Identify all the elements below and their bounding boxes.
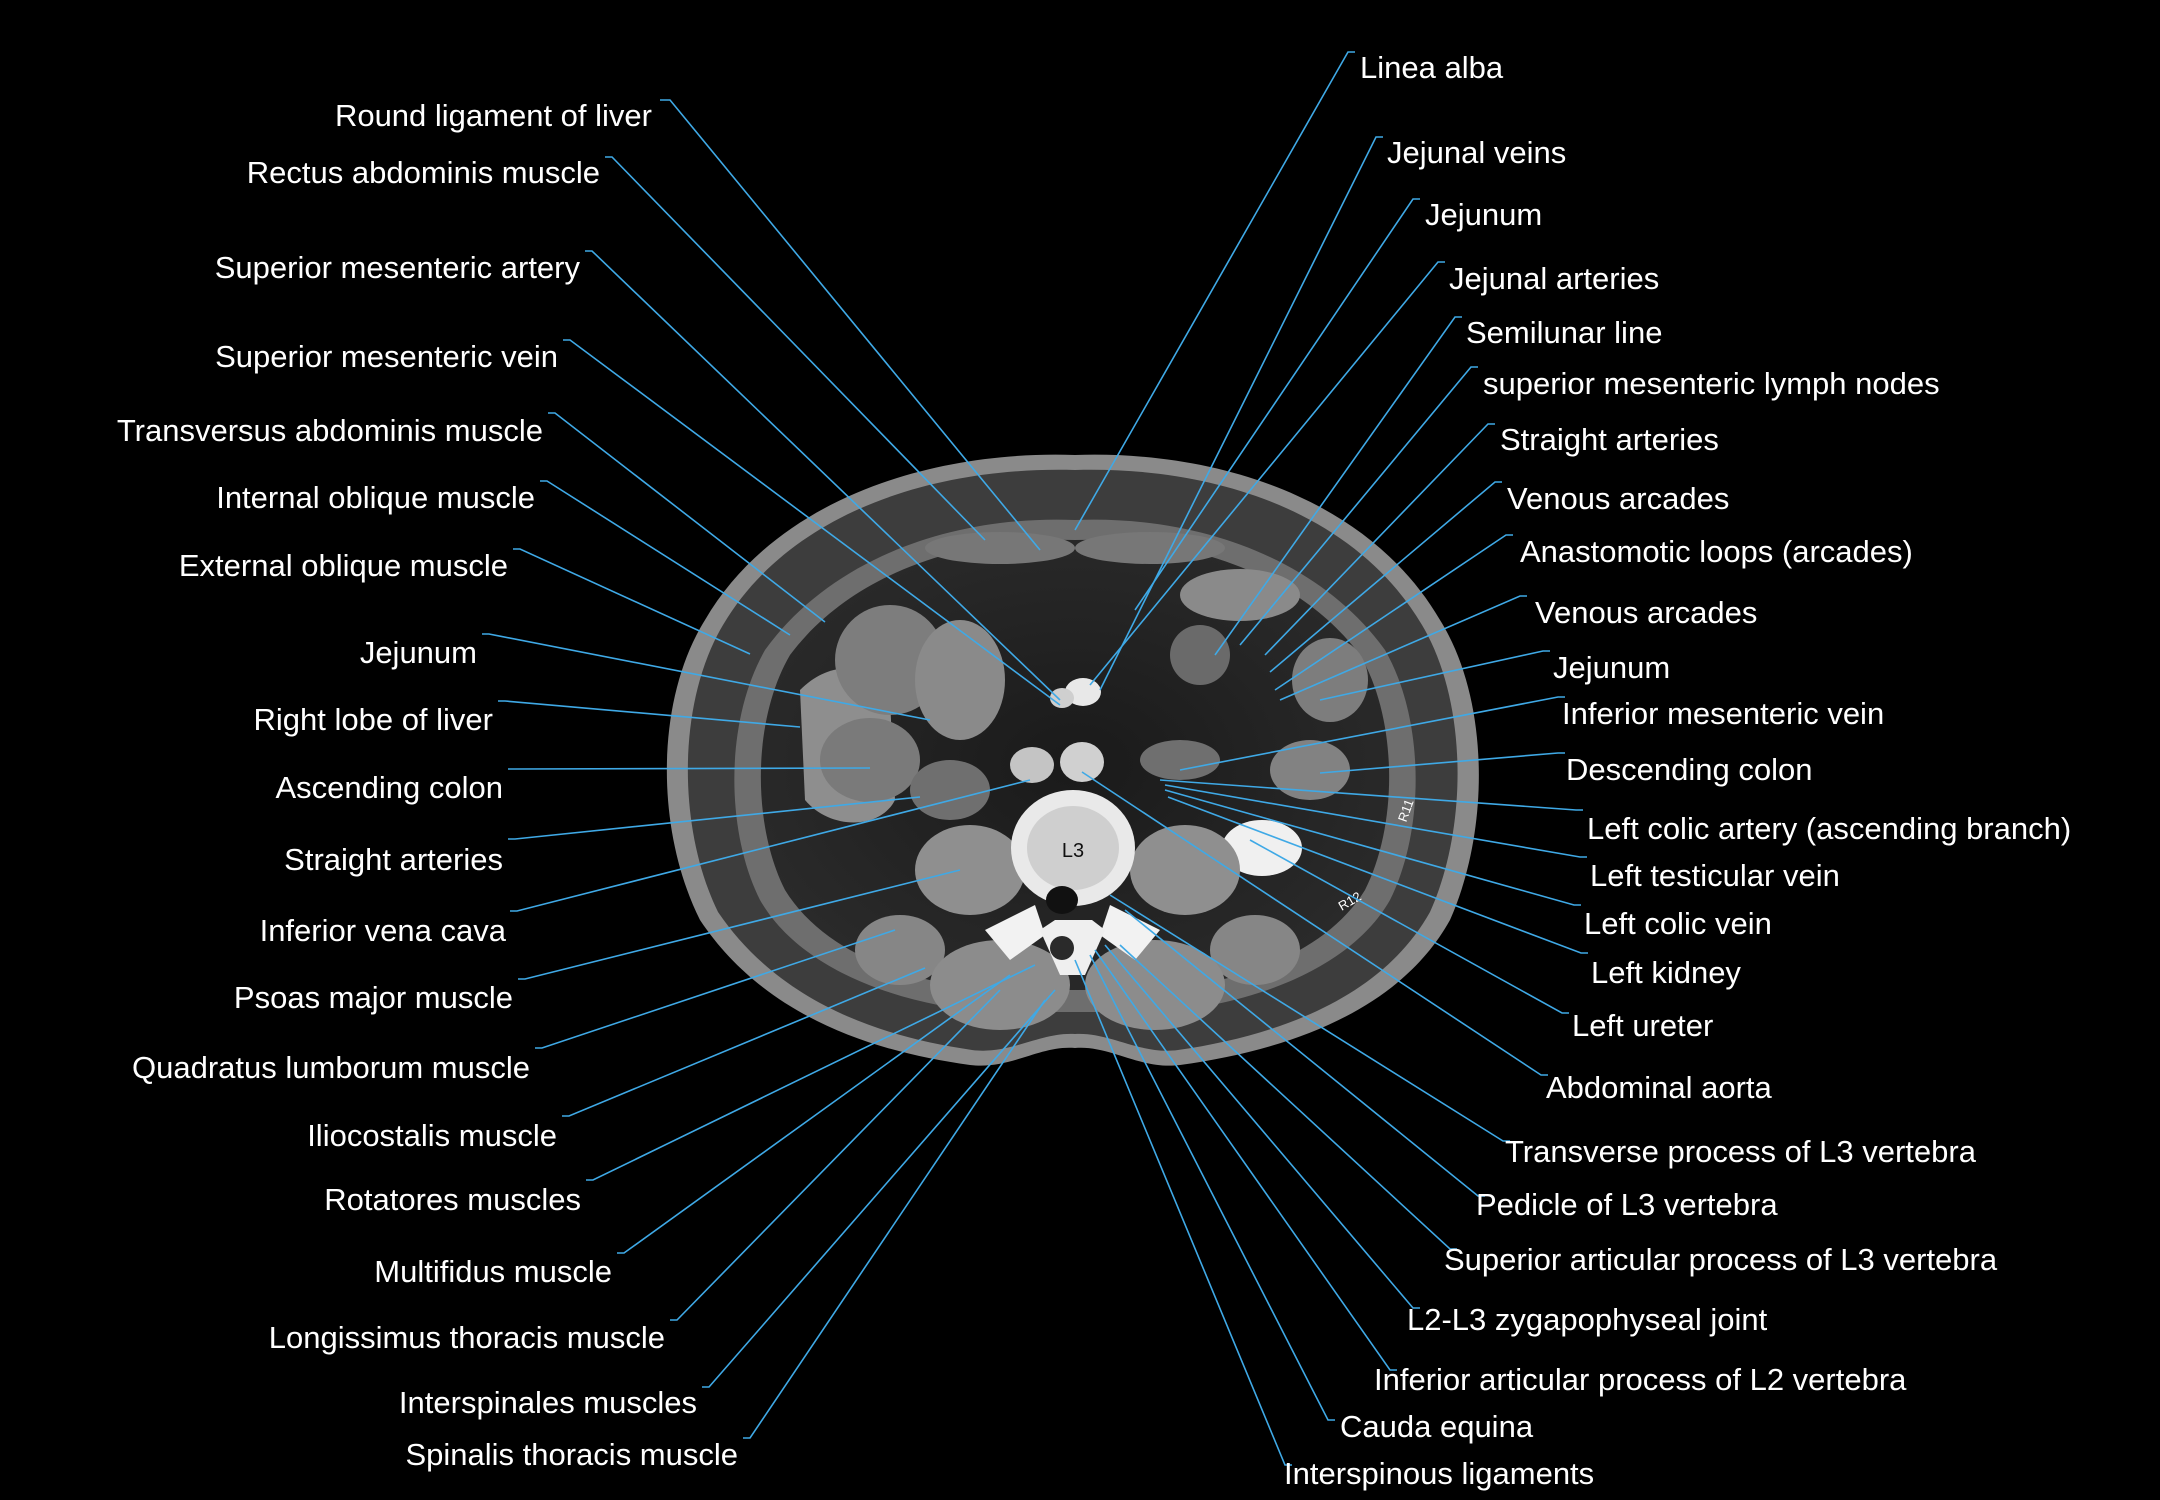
label-transverse-process-l3: Transverse process of L3 vertebra <box>1505 1134 1977 1169</box>
leader-line <box>605 156 986 541</box>
label-transversus-abdominis-muscle: Transversus abdominis muscle <box>117 413 543 448</box>
leader-line <box>1264 423 1495 656</box>
label-inferior-articular-process-l2: Inferior articular process of L2 vertebr… <box>1374 1362 1907 1397</box>
label-pedicle-l3: Pedicle of L3 vertebra <box>1476 1187 1778 1222</box>
leader-line <box>585 250 1061 701</box>
label-inferior-mesenteric-vein: Inferior mesenteric vein <box>1562 696 1884 731</box>
leader-line <box>586 964 1036 1181</box>
label-interspinous-ligaments: Interspinous ligaments <box>1284 1456 1594 1491</box>
leader-line <box>1274 534 1513 691</box>
label-rotatores-muscles: Rotatores muscles <box>324 1182 581 1217</box>
leader-line <box>535 929 896 1049</box>
leader-line <box>1269 481 1502 673</box>
leader-line <box>1164 789 1581 906</box>
label-external-oblique-muscle: External oblique muscle <box>179 548 508 583</box>
label-internal-oblique-muscle: Internal oblique muscle <box>216 480 535 515</box>
leader-line <box>518 869 961 980</box>
leader-line <box>562 967 926 1117</box>
leader-line <box>1119 944 1457 1250</box>
leader-line <box>1074 959 1292 1466</box>
label-jejunum-right-1: Jejunum <box>1425 197 1542 232</box>
leader-lines <box>482 51 1588 1466</box>
leader-line <box>1319 752 1565 774</box>
label-jejunal-veins: Jejunal veins <box>1387 135 1566 170</box>
leader-line <box>508 767 871 770</box>
leader-line <box>670 989 1001 1321</box>
leader-line <box>702 989 1056 1388</box>
rib-marker-r11: R11 <box>1395 797 1417 824</box>
label-linea-alba: Linea alba <box>1360 50 1504 85</box>
leader-line <box>1279 595 1527 701</box>
label-quadratus-lumborum-muscle: Quadratus lumborum muscle <box>132 1050 530 1085</box>
label-left-testicular-vein: Left testicular vein <box>1590 858 1840 893</box>
leader-line <box>510 779 1031 912</box>
leader-line <box>1167 796 1588 954</box>
label-superior-mesenteric-artery: Superior mesenteric artery <box>215 250 581 285</box>
leader-line <box>743 999 1046 1439</box>
label-straight-arteries-left: Straight arteries <box>284 842 503 877</box>
label-venous-arcades-2: Venous arcades <box>1535 595 1757 630</box>
leader-line <box>540 480 791 636</box>
label-rectus-abdominis-muscle: Rectus abdominis muscle <box>247 155 600 190</box>
label-right-lobe-of-liver: Right lobe of liver <box>253 702 493 737</box>
leader-line <box>1159 779 1583 811</box>
label-left-ureter: Left ureter <box>1572 1008 1713 1043</box>
vertebra-label: L3 <box>1062 840 1084 862</box>
label-round-ligament-of-liver: Round ligament of liver <box>335 98 652 133</box>
label-ascending-colon: Ascending colon <box>276 770 504 805</box>
leader-line <box>1124 909 1485 1197</box>
leader-line <box>1249 839 1569 1014</box>
leader-line <box>1239 366 1478 646</box>
label-venous-arcades-1: Venous arcades <box>1507 481 1729 516</box>
label-longissimus-thoracis-muscle: Longissimus thoracis muscle <box>269 1320 665 1355</box>
label-abdominal-aorta: Abdominal aorta <box>1546 1070 1773 1105</box>
label-left-kidney: Left kidney <box>1591 955 1741 990</box>
leader-line <box>1074 51 1355 531</box>
label-psoas-major-muscle: Psoas major muscle <box>234 980 513 1015</box>
labels-right: Linea alba Jejunal veins Jejunum Jejunal… <box>1284 50 2071 1491</box>
leader-line <box>1134 198 1420 611</box>
label-multifidus-muscle: Multifidus muscle <box>374 1254 612 1289</box>
label-cauda-equina: Cauda equina <box>1340 1409 1534 1444</box>
label-superior-articular-process-l3: Superior articular process of L3 vertebr… <box>1444 1242 1998 1277</box>
leader-line <box>508 796 921 840</box>
leader-line <box>617 974 1011 1254</box>
label-spinalis-thoracis-muscle: Spinalis thoracis muscle <box>405 1437 738 1472</box>
label-anastomotic-loops: Anastomotic loops (arcades) <box>1520 534 1913 569</box>
label-semilunar-line: Semilunar line <box>1466 315 1662 350</box>
leader-line <box>548 412 826 623</box>
leader-line <box>563 339 1061 706</box>
label-left-colic-vein: Left colic vein <box>1584 906 1772 941</box>
leader-line <box>660 99 1041 551</box>
leader-line <box>1214 316 1462 656</box>
leader-line <box>1094 949 1397 1371</box>
leader-line <box>1081 771 1548 1076</box>
label-left-colic-artery: Left colic artery (ascending branch) <box>1587 811 2071 846</box>
leader-line <box>1099 136 1383 691</box>
label-jejunum-left: Jejunum <box>360 635 477 670</box>
leader-line <box>1179 696 1565 771</box>
label-l2-l3-zygapophyseal-joint: L2-L3 zygapophyseal joint <box>1407 1302 1768 1337</box>
ct-scan-image: L3 R11 R12 <box>666 454 1479 1066</box>
label-superior-mesenteric-lymph-nodes: superior mesenteric lymph nodes <box>1483 366 1940 401</box>
leader-line <box>1089 954 1335 1421</box>
label-jejunal-arteries: Jejunal arteries <box>1449 261 1659 296</box>
labels-left: Round ligament of liver Rectus abdominis… <box>117 98 738 1472</box>
label-straight-arteries-right: Straight arteries <box>1500 422 1719 457</box>
leader-line <box>1109 894 1510 1142</box>
label-inferior-vena-cava: Inferior vena cava <box>260 913 507 948</box>
leader-line <box>513 548 751 655</box>
leader-line <box>1104 944 1420 1309</box>
label-interspinales-muscles: Interspinales muscles <box>399 1385 697 1420</box>
label-descending-colon: Descending colon <box>1566 752 1812 787</box>
leader-line <box>498 700 801 728</box>
label-superior-mesenteric-vein: Superior mesenteric vein <box>215 339 558 374</box>
leader-line <box>482 633 931 721</box>
label-iliocostalis-muscle: Iliocostalis muscle <box>307 1118 557 1153</box>
leader-line <box>1089 261 1445 686</box>
leader-line <box>1319 650 1550 701</box>
leader-line <box>1164 784 1587 858</box>
label-jejunum-right-2: Jejunum <box>1553 650 1670 685</box>
